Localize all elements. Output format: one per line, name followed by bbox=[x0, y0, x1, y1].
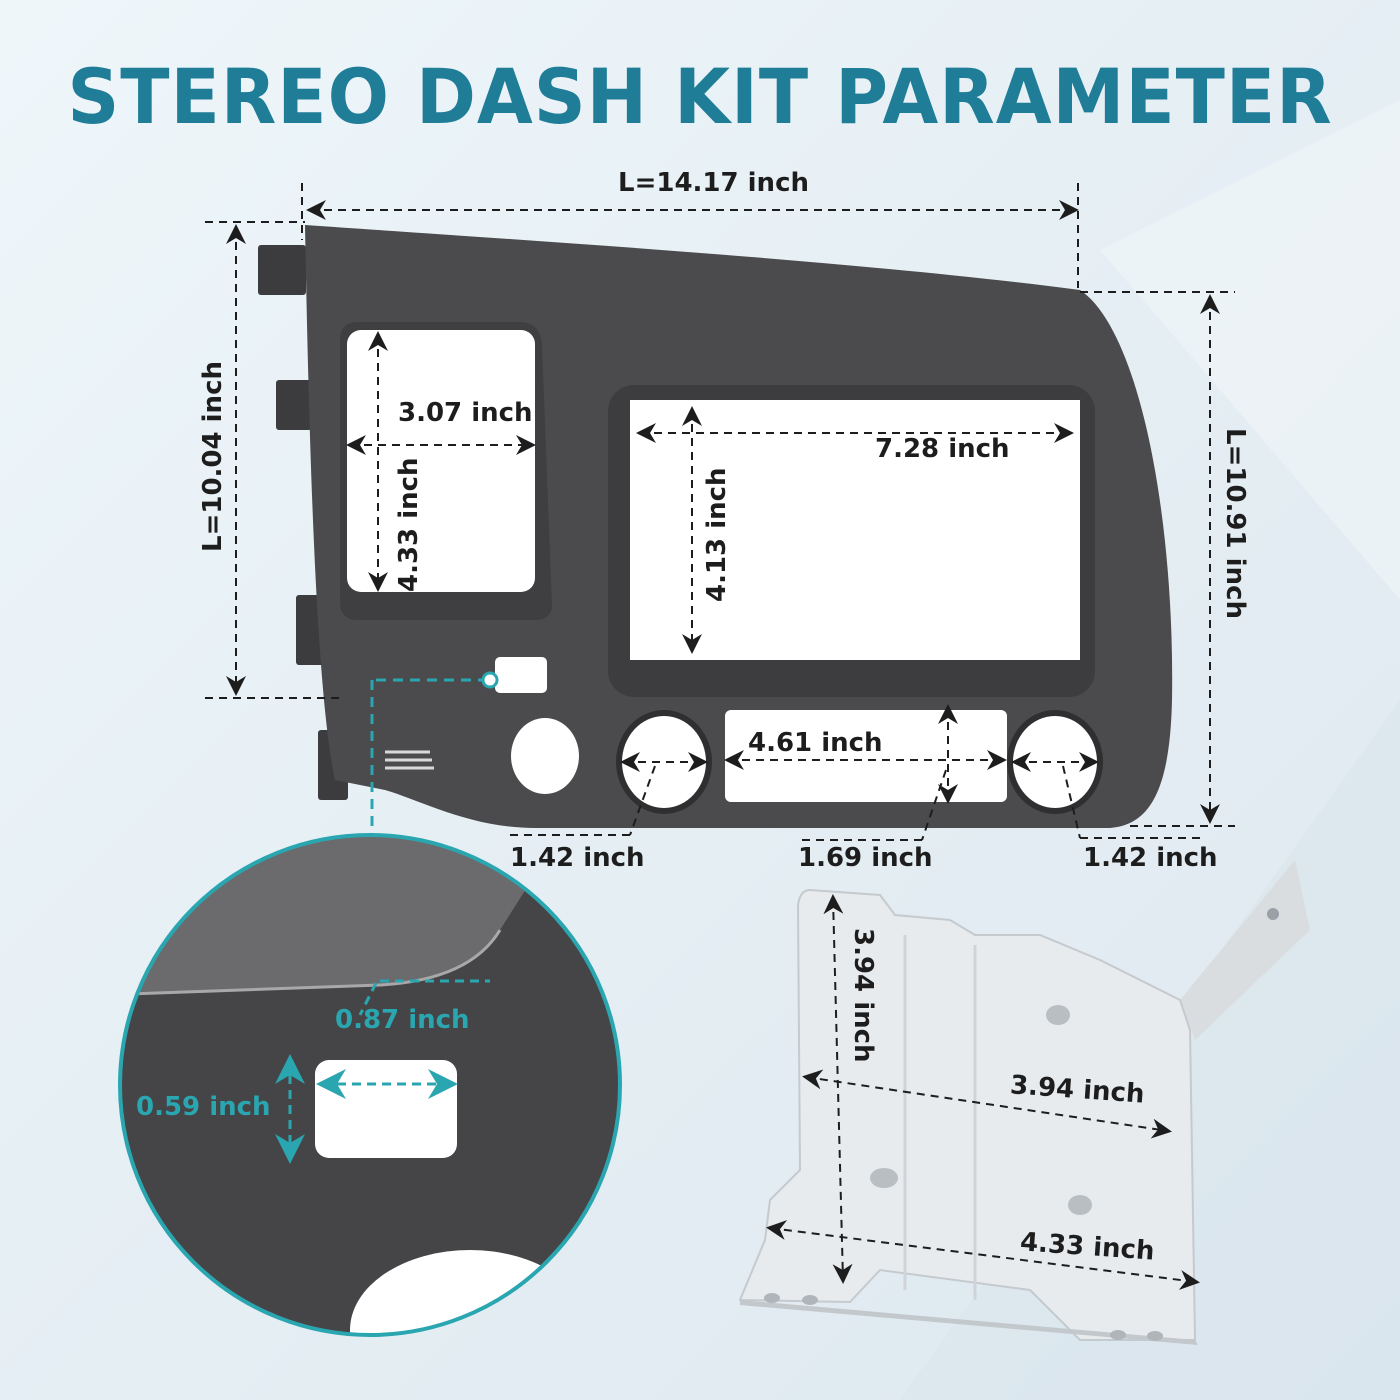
bracket-height-label: 3.94 inch bbox=[848, 928, 878, 1063]
overall-height-right-label: L=10.91 inch bbox=[1220, 428, 1250, 619]
main-opening-height-label: 4.13 inch bbox=[702, 467, 732, 602]
mounting-bracket bbox=[738, 860, 1310, 1345]
main-opening-width-label: 7.28 inch bbox=[875, 434, 1010, 464]
detail-slot-width-label: 0.87 inch bbox=[335, 1005, 470, 1035]
left-opening-height-label: 4.33 inch bbox=[394, 457, 424, 592]
page-title: STEREO DASH KIT PARAMETER bbox=[67, 52, 1333, 141]
detail-slot-height-label: 0.59 inch bbox=[136, 1092, 271, 1122]
overall-width-label: L=14.17 inch bbox=[618, 168, 809, 198]
left-knob-diameter-label: 1.42 inch bbox=[510, 843, 645, 873]
right-knob-diameter-label: 1.42 inch bbox=[1083, 843, 1218, 873]
overall-height-left-label: L=10.04 inch bbox=[198, 361, 228, 552]
center-slot-height-label: 1.69 inch bbox=[798, 843, 933, 873]
left-opening-width-label: 3.07 inch bbox=[398, 398, 533, 428]
center-slot-width-label: 4.61 inch bbox=[748, 728, 883, 758]
